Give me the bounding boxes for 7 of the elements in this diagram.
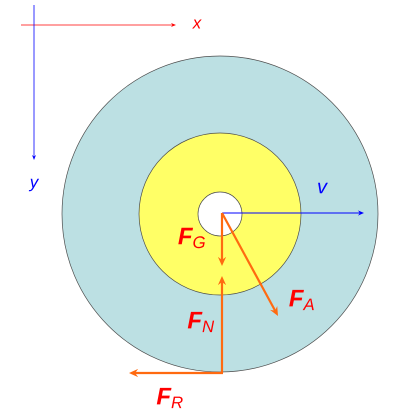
force-label: F$_{A}$	[289, 290, 314, 310]
force-label: F$_{R}$	[156, 388, 183, 408]
force-label: F$_{G}$	[178, 228, 205, 248]
axis-label: y	[28, 178, 40, 192]
force-label: F$_{N}$	[188, 312, 214, 332]
axis-label: x	[192, 20, 202, 28]
velocity-label: v	[318, 182, 328, 194]
